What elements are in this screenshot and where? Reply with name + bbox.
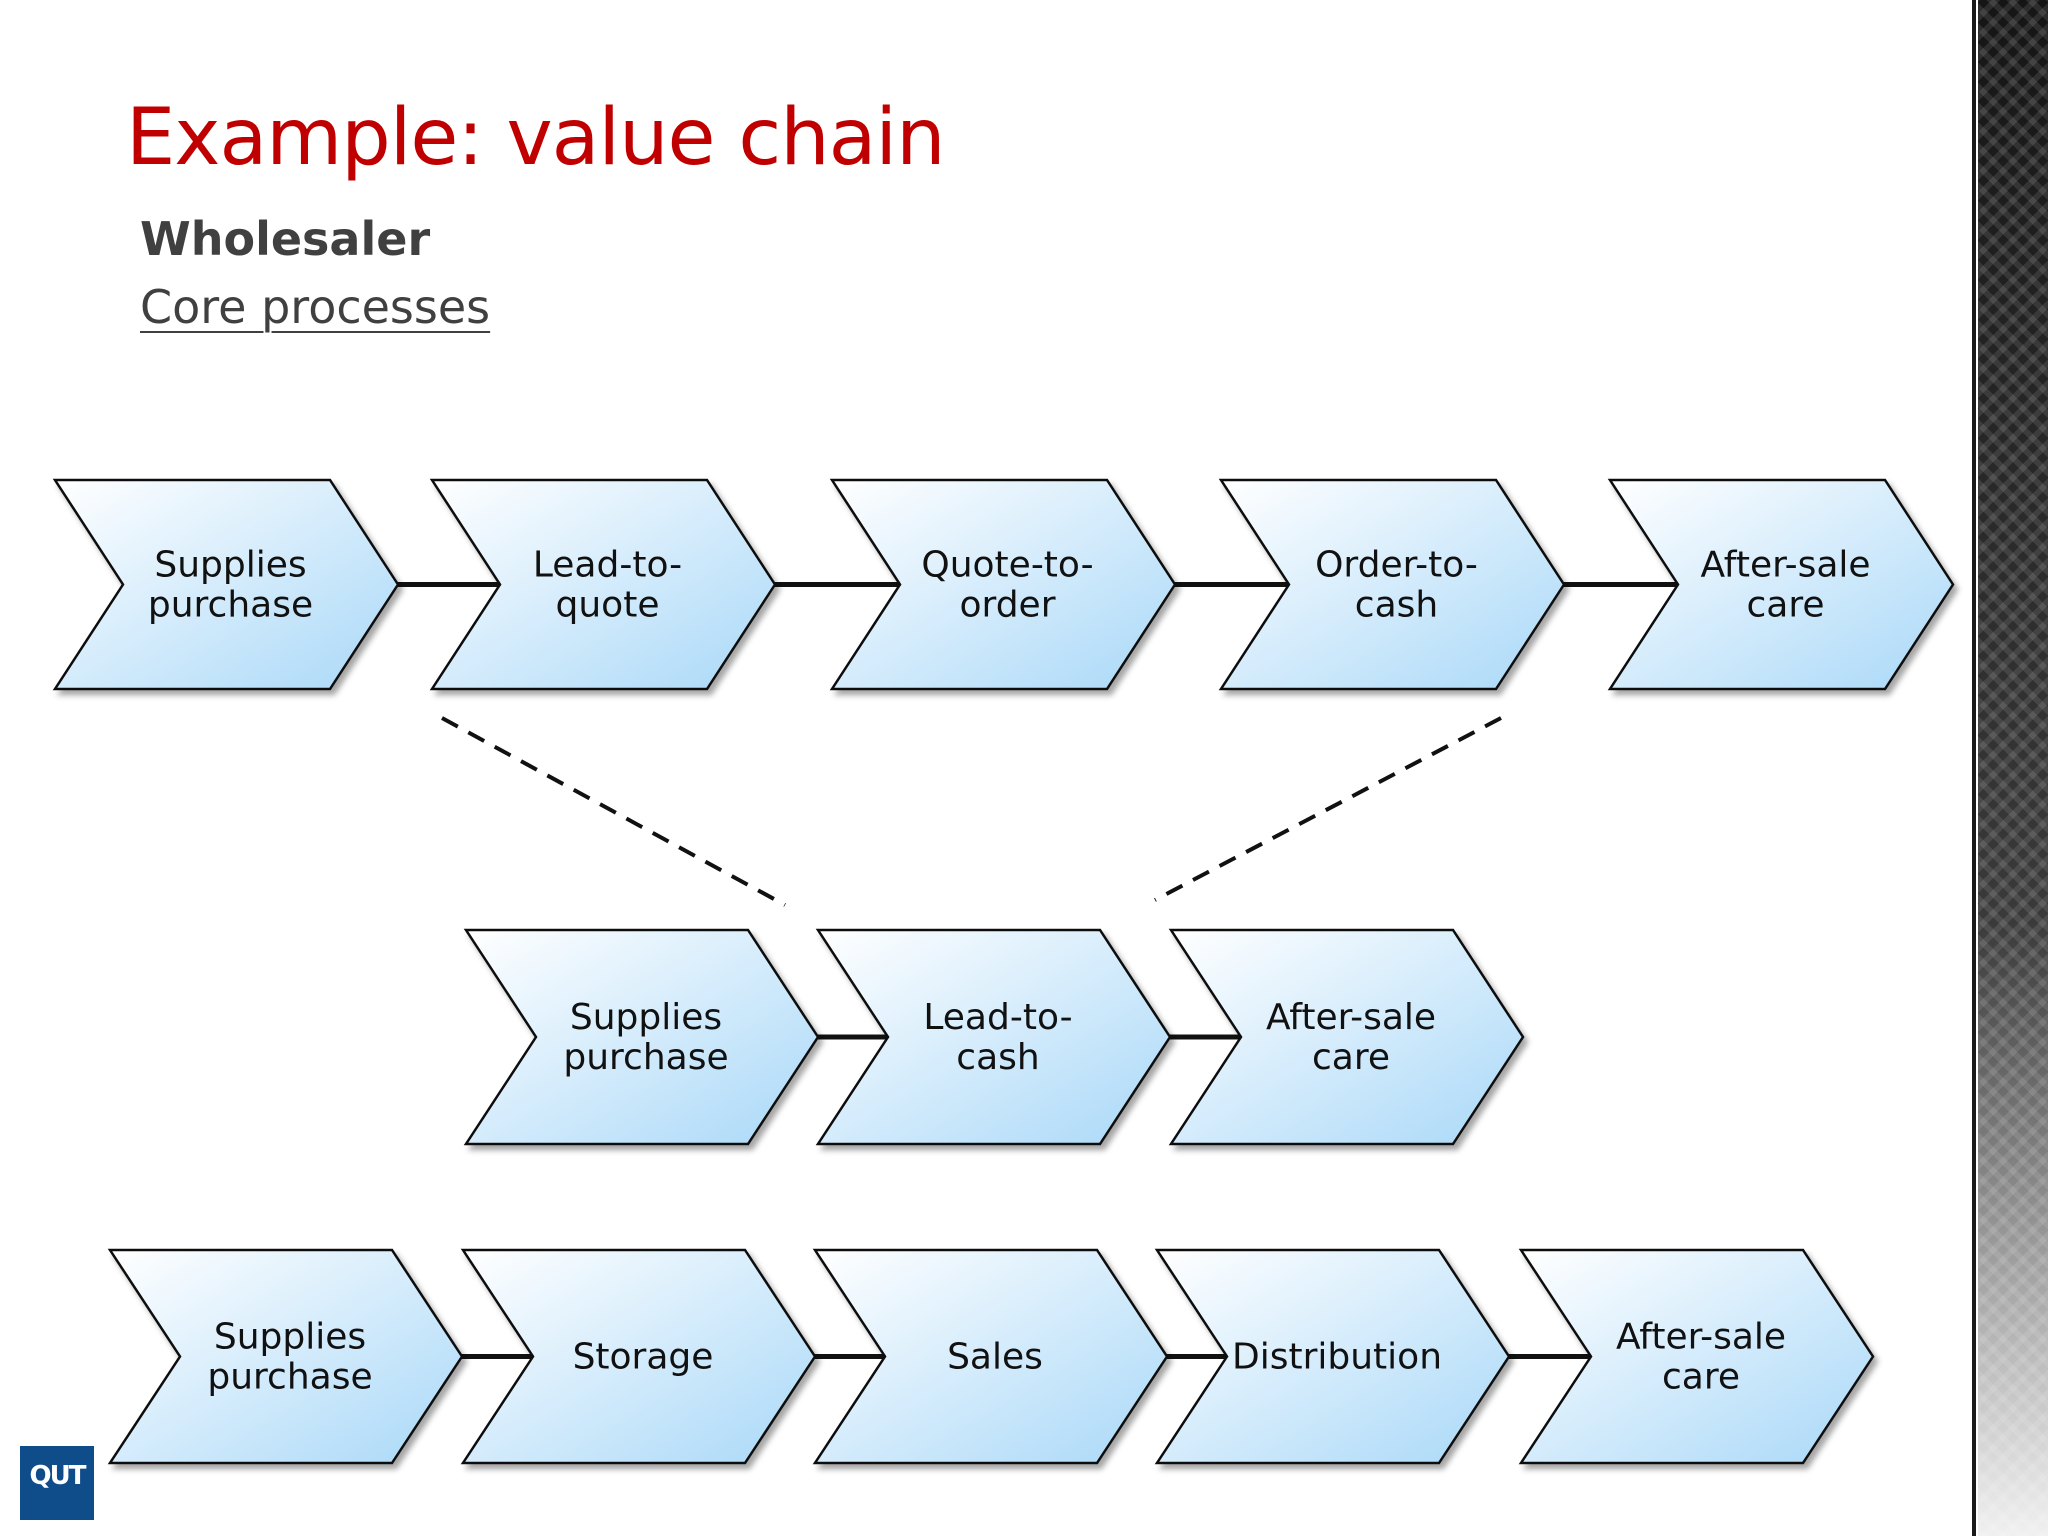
chevron-label: quote bbox=[556, 585, 660, 626]
zoom-line-right bbox=[1154, 716, 1502, 902]
chevron-label: cash bbox=[1355, 585, 1438, 626]
chevron-shape bbox=[463, 928, 820, 1146]
chevron-label: Supplies bbox=[214, 1317, 366, 1358]
chevron-label: Lead-to- bbox=[533, 545, 682, 586]
chevron-shape bbox=[1168, 928, 1525, 1146]
chevron-label: Storage bbox=[573, 1337, 714, 1378]
chevron-shape bbox=[829, 478, 1177, 691]
chevron-bottom-3: Sales bbox=[812, 1248, 1169, 1465]
chevron-label: After-sale bbox=[1616, 1317, 1786, 1358]
chevron-shape bbox=[429, 478, 777, 691]
chevron-bottom-4: Distribution bbox=[1154, 1248, 1511, 1465]
chevron-top-2: Lead-to-quote bbox=[429, 478, 777, 691]
chevron-label: Order-to- bbox=[1315, 545, 1478, 586]
diagram-layer: SuppliespurchaseLead-to-quoteQuote-to-or… bbox=[52, 478, 1955, 1465]
slide-title: Example: value chain bbox=[126, 93, 946, 183]
slide-subtitle: Wholesaler bbox=[140, 212, 431, 266]
decorative-edge-pattern bbox=[1978, 0, 2048, 1536]
chevron-label: purchase bbox=[207, 1357, 372, 1398]
chevron-shape bbox=[1154, 1248, 1511, 1465]
zoom-line-left bbox=[441, 716, 786, 907]
chevron-label: Lead-to- bbox=[923, 997, 1072, 1038]
chevron-shape bbox=[1607, 478, 1955, 691]
decorative-edge-line bbox=[1972, 0, 1976, 1536]
chevron-label: Supplies bbox=[154, 545, 306, 586]
chevron-bottom-2: Storage bbox=[460, 1248, 817, 1465]
chevron-label: care bbox=[1312, 1037, 1390, 1078]
chevron-label: Distribution bbox=[1232, 1337, 1442, 1378]
chevron-top-3: Quote-to-order bbox=[829, 478, 1177, 691]
qut-logo: QUT bbox=[20, 1446, 94, 1520]
chevron-label: After-sale bbox=[1266, 997, 1436, 1038]
chevron-shape bbox=[460, 1248, 817, 1465]
chevron-label: care bbox=[1662, 1357, 1740, 1398]
chevron-label: After-sale bbox=[1700, 545, 1870, 586]
chevron-middle-2: Lead-to-cash bbox=[815, 928, 1172, 1146]
chevron-shape bbox=[812, 1248, 1169, 1465]
chevron-label: cash bbox=[956, 1037, 1039, 1078]
chevron-label: Sales bbox=[947, 1337, 1043, 1378]
chevron-shape bbox=[107, 1248, 464, 1465]
chevron-label: order bbox=[960, 585, 1056, 626]
chevron-row-top: SuppliespurchaseLead-to-quoteQuote-to-or… bbox=[52, 478, 1955, 691]
chevron-shape bbox=[815, 928, 1172, 1146]
chevron-row-middle: SuppliespurchaseLead-to-cashAfter-saleca… bbox=[463, 928, 1525, 1146]
chevron-label: care bbox=[1746, 585, 1824, 626]
chevron-label: purchase bbox=[148, 585, 313, 626]
chevron-top-4: Order-to-cash bbox=[1218, 478, 1566, 691]
chevron-label: purchase bbox=[563, 1037, 728, 1078]
section-heading: Core processes bbox=[140, 280, 491, 334]
chevron-shape bbox=[52, 478, 400, 691]
chevron-label: Supplies bbox=[570, 997, 722, 1038]
chevron-shape bbox=[1518, 1248, 1875, 1465]
chevron-shape bbox=[1218, 478, 1566, 691]
chevron-label: Quote-to- bbox=[921, 545, 1093, 586]
